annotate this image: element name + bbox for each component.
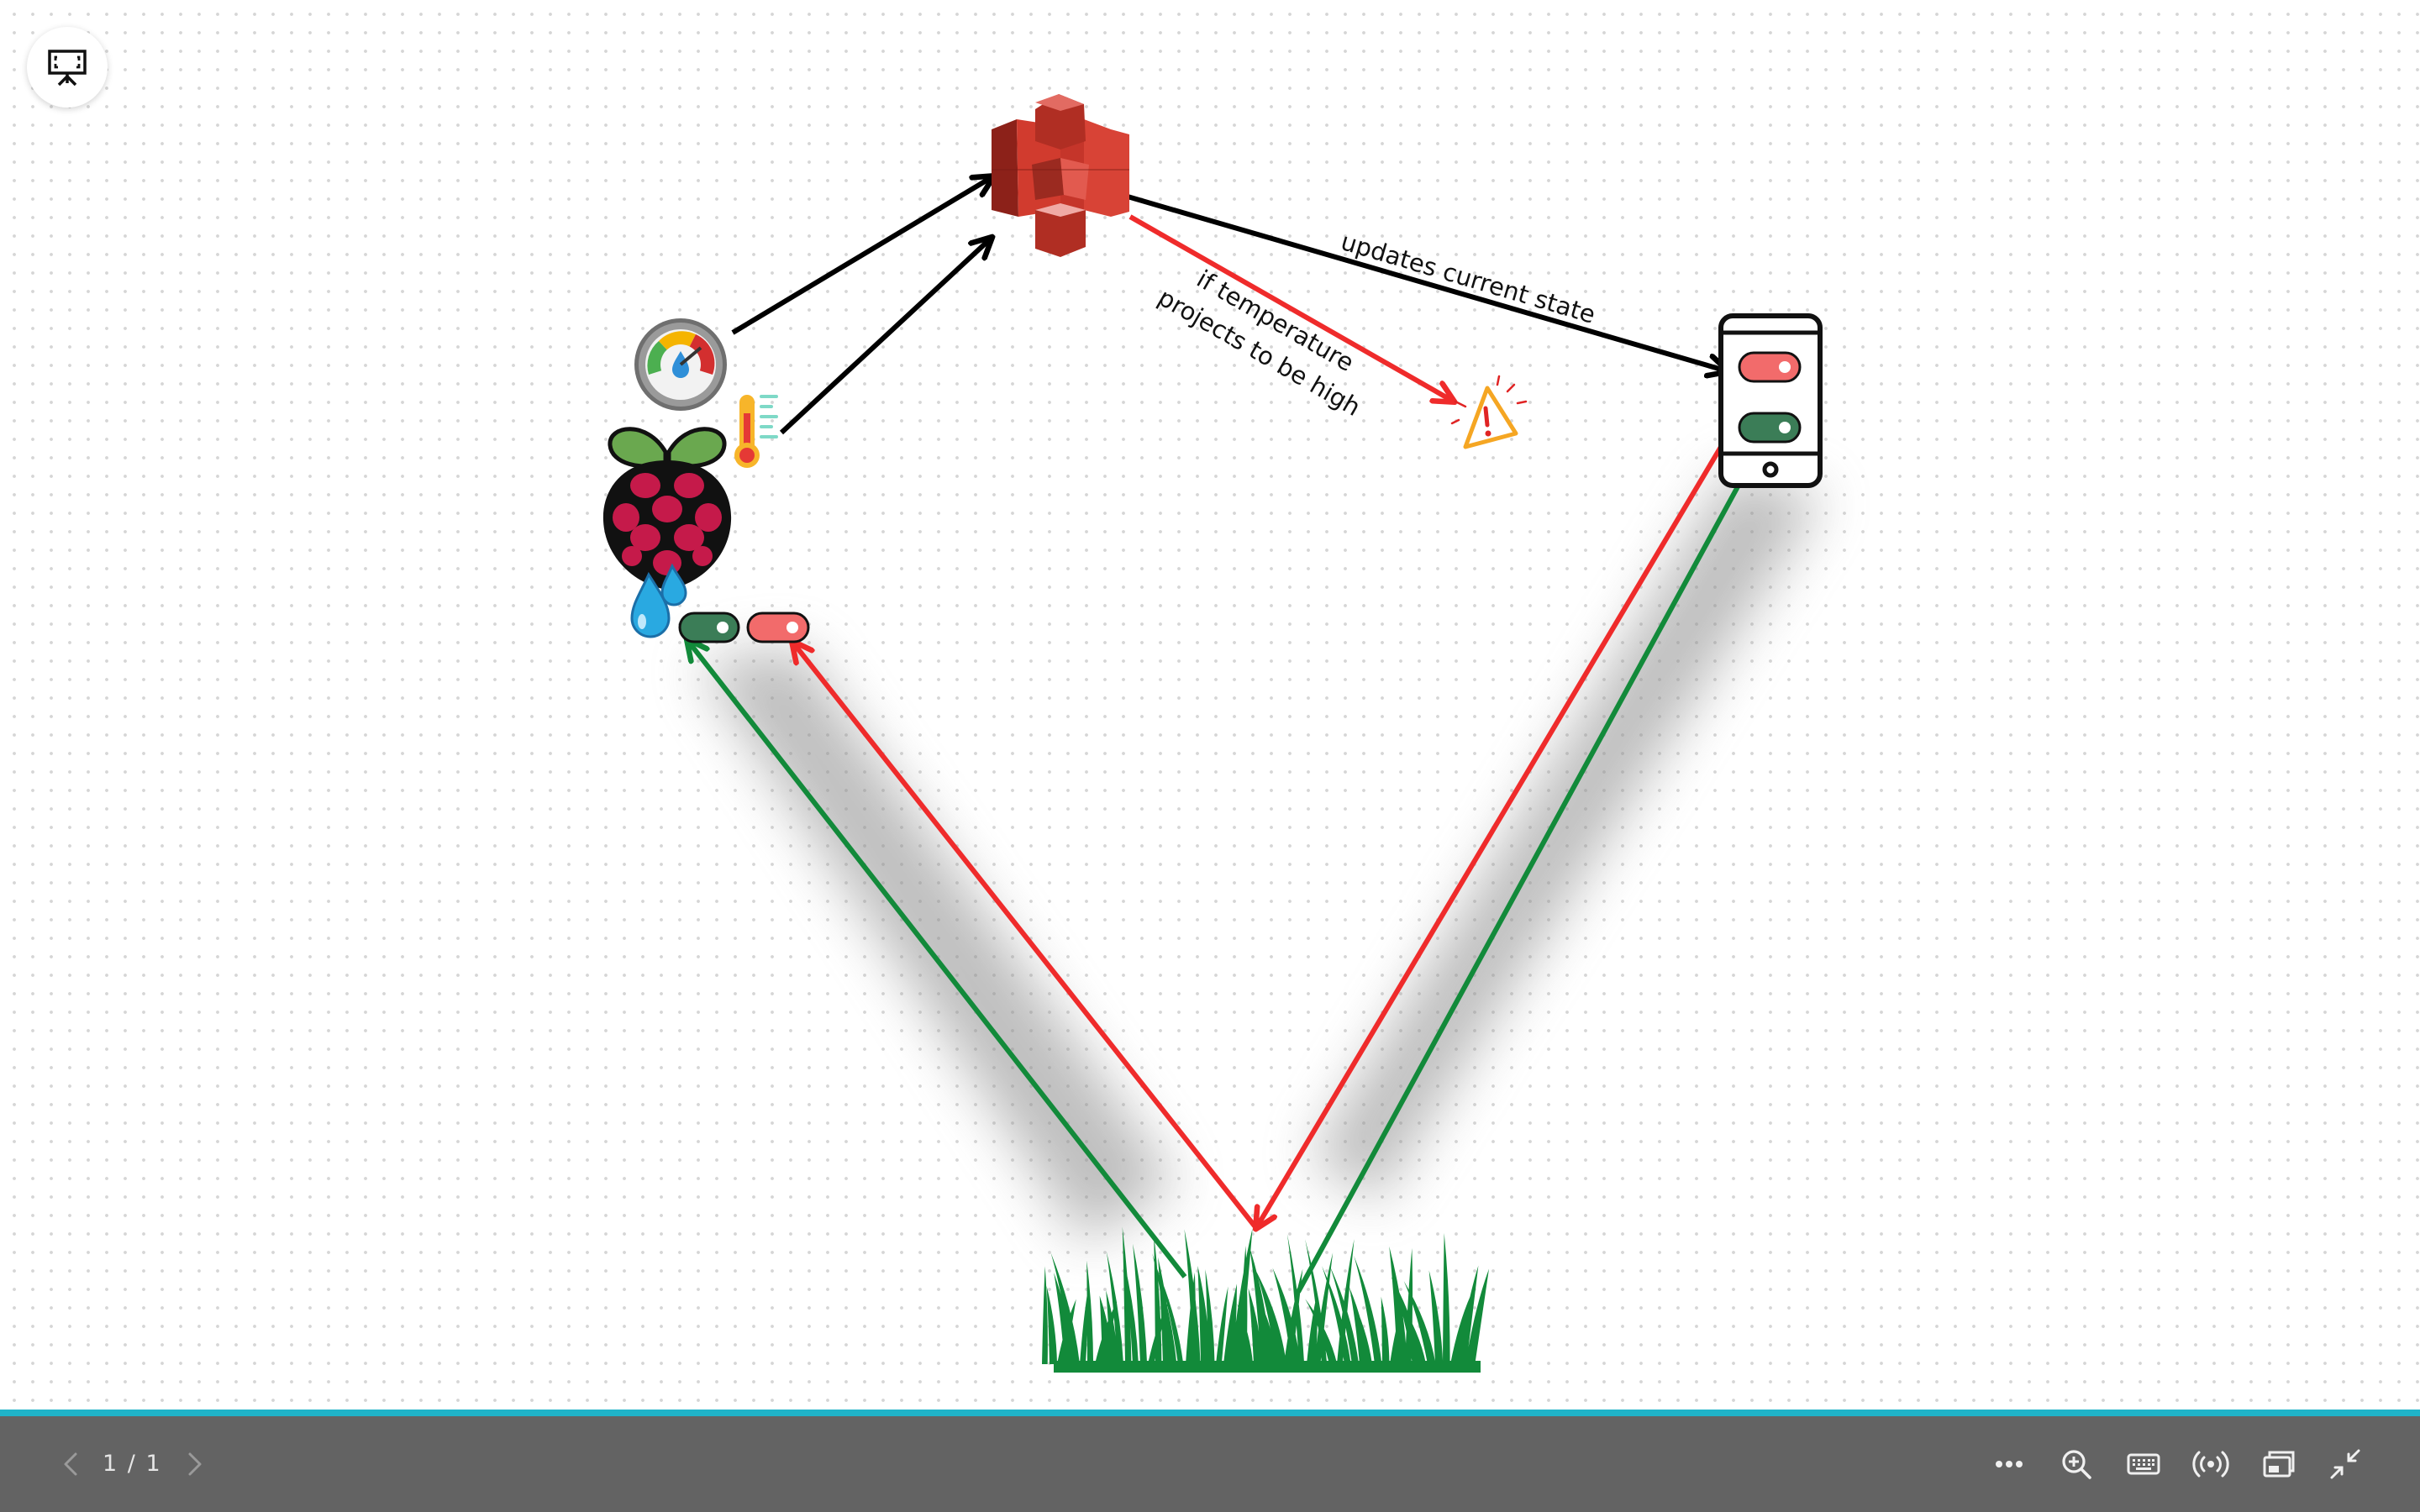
grass-icon — [1042, 1226, 1490, 1373]
arrow-s3-to-phone — [1127, 194, 1728, 371]
label-updates-state: updates current state — [1338, 227, 1599, 329]
aws-s3-bucket-icon — [992, 94, 1129, 257]
diagram: updates current state if temperature pro… — [602, 94, 1823, 1373]
keyboard-shortcuts-button[interactable] — [2114, 1435, 2173, 1494]
humidity-gauge-icon — [634, 318, 727, 411]
exit-fullscreen-icon — [2330, 1449, 2360, 1479]
arrow-phone-to-grass-green — [1296, 444, 1763, 1294]
previous-page-button[interactable] — [42, 1435, 101, 1494]
page-indicator: 1 / 1 — [103, 1451, 162, 1477]
arrow-shadows — [697, 470, 1823, 1243]
thermometer-icon — [734, 395, 778, 468]
arrow-thermometer-to-s3 — [779, 238, 992, 435]
arrow-grass-to-pi-red — [792, 642, 1259, 1230]
exit-fullscreen-button[interactable] — [2316, 1435, 2375, 1494]
broadcast-icon — [2192, 1451, 2229, 1478]
chevron-right-icon — [188, 1452, 202, 1476]
keyboard-icon — [2127, 1453, 2160, 1475]
arrow-grass-to-pi-green — [687, 640, 1187, 1278]
zoom-in-icon — [2062, 1450, 2091, 1479]
presentation-icon — [48, 50, 87, 87]
presentation-button[interactable] — [27, 27, 108, 108]
arrow-gauge-to-s3 — [731, 176, 993, 335]
more-icon — [1996, 1461, 2023, 1467]
more-options-button[interactable] — [1980, 1435, 2039, 1494]
smartphone-icon — [1718, 313, 1823, 488]
presentation-toolbar: 1 / 1 — [0, 1416, 2420, 1512]
water-drops-icon — [630, 563, 687, 638]
accent-strip — [0, 1410, 2420, 1416]
toggle-on-icon — [678, 612, 740, 643]
arrow-s3-to-warning — [1128, 214, 1454, 402]
next-page-button[interactable] — [165, 1435, 224, 1494]
warning-icon — [1450, 375, 1528, 449]
chevron-left-icon — [64, 1452, 77, 1476]
whiteboard-canvas[interactable]: updates current state if temperature pro… — [0, 0, 2420, 1411]
arrow-phone-to-grass-red — [1256, 383, 1760, 1228]
toggle-off-icon — [746, 612, 810, 643]
zoom-button[interactable] — [2047, 1435, 2106, 1494]
window-icon — [2263, 1451, 2295, 1478]
broadcast-button[interactable] — [2181, 1435, 2240, 1494]
window-mode-button[interactable] — [2249, 1435, 2307, 1494]
raspberry-pi-icon — [602, 427, 732, 590]
